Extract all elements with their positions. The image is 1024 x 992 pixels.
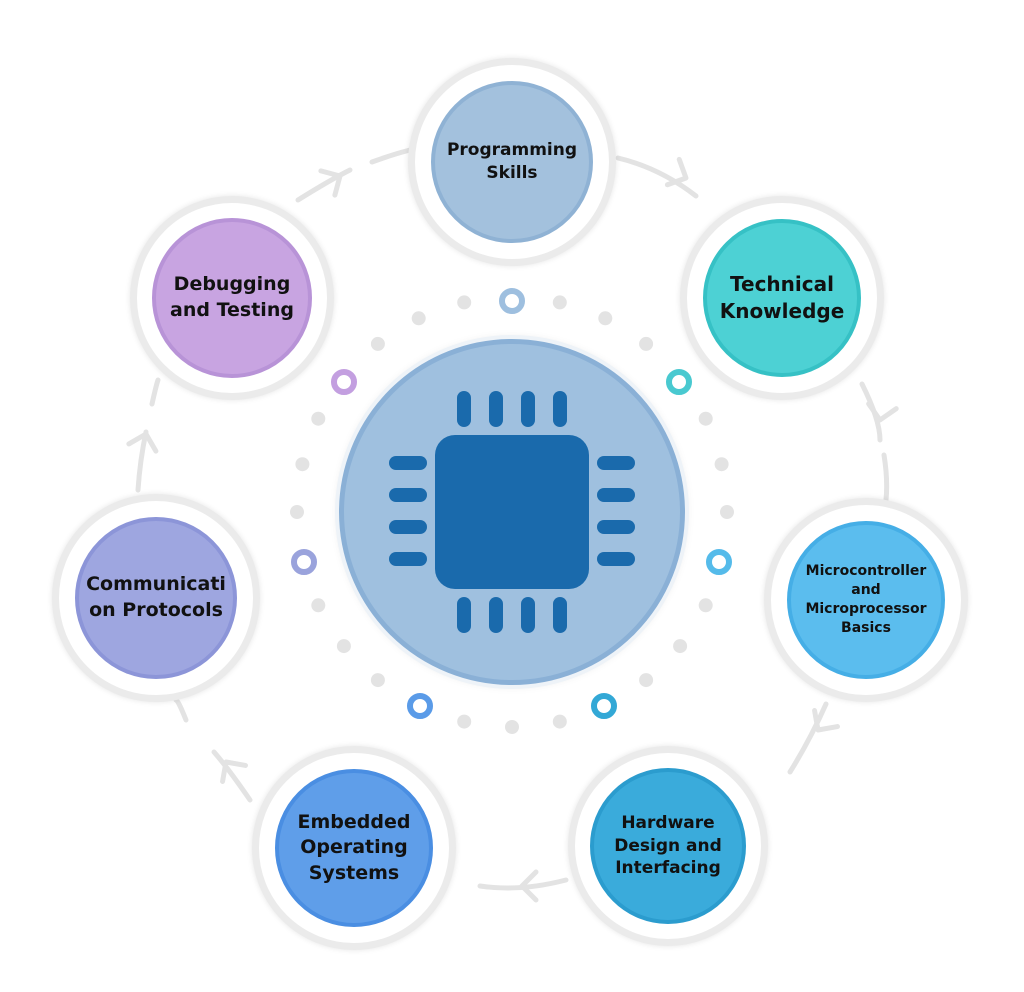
orbit-dot xyxy=(673,639,688,654)
orbit-dot xyxy=(714,457,729,472)
accent-ring-embedded-os xyxy=(407,693,433,719)
orbit-dot xyxy=(505,720,519,734)
chip-pin xyxy=(389,520,427,534)
node-label-debugging-testing: Debugging and Testing xyxy=(170,273,294,321)
chevron-right-icon xyxy=(318,168,343,198)
chevron-right-icon xyxy=(519,869,539,903)
node-label-microcontroller-basics: Microcontroller and Microprocessor Basic… xyxy=(805,563,927,636)
chip-pin xyxy=(489,391,503,427)
node-label-embedded-os: Embedded Operating Systems xyxy=(297,810,411,884)
orbit-dot xyxy=(698,411,713,426)
accent-rings xyxy=(291,288,732,719)
node-label-technical-knowledge: Technical Knowledge xyxy=(719,272,845,323)
chevron-right-icon xyxy=(664,156,689,188)
chevron-right-icon xyxy=(866,401,899,423)
chip-pin xyxy=(457,391,471,427)
node-debugging-testing: Debugging and Testing xyxy=(152,218,312,378)
connector-segment xyxy=(369,147,413,165)
chevron-right-icon xyxy=(220,759,248,784)
accent-ring-hardware-design xyxy=(591,693,617,719)
orbit-dot xyxy=(457,295,472,310)
connector-segment xyxy=(149,377,161,407)
chip-pin xyxy=(489,597,503,633)
orbit-dot xyxy=(311,598,326,613)
connector-segment xyxy=(295,167,353,203)
chip-pin xyxy=(597,552,635,566)
orbit-dot xyxy=(552,714,567,729)
orbit-dot xyxy=(639,673,654,688)
orbit-dot xyxy=(720,505,734,519)
orbit-dot xyxy=(698,598,713,613)
orbit-dot xyxy=(639,336,654,351)
chip-pin xyxy=(553,597,567,633)
chevron-right-icon xyxy=(126,431,159,454)
connector-segment xyxy=(881,452,890,503)
chip-pin xyxy=(597,488,635,502)
accent-ring-technical-knowledge xyxy=(666,369,692,395)
orbit-dot xyxy=(457,714,472,729)
accent-ring-debugging-testing xyxy=(331,369,357,395)
chevron-right-icon xyxy=(812,708,840,733)
orbit-dot xyxy=(411,311,426,326)
node-label-communication-protocols: Communicati on Protocols xyxy=(86,573,226,621)
chip-body xyxy=(435,435,589,589)
connector-segment xyxy=(787,701,829,775)
microchip-icon xyxy=(389,391,635,633)
dotted-orbit xyxy=(290,295,734,734)
chip-pin xyxy=(597,456,635,470)
orbit-dot xyxy=(311,411,326,426)
chip-pin xyxy=(389,488,427,502)
node-technical-knowledge: Technical Knowledge xyxy=(703,219,861,377)
chip-pin xyxy=(389,552,427,566)
node-label-programming-skills: Programming Skills xyxy=(446,140,578,183)
orbit-dot xyxy=(336,639,351,654)
chip-pin xyxy=(389,456,427,470)
orbit-dot xyxy=(295,457,310,472)
chip-pin xyxy=(521,391,535,427)
orbit-dot xyxy=(370,336,385,351)
node-embedded-os: Embedded Operating Systems xyxy=(275,769,433,927)
orbit-dot xyxy=(552,295,567,310)
node-communication-protocols: Communicati on Protocols xyxy=(75,517,237,679)
orbit-dot xyxy=(290,505,304,519)
node-label-hardware-design: Hardware Design and Interfacing xyxy=(614,812,722,879)
connector-segment xyxy=(211,749,253,803)
accent-ring-programming-skills xyxy=(499,288,525,314)
orbit-dot xyxy=(598,311,613,326)
node-hardware-design: Hardware Design and Interfacing xyxy=(590,768,746,924)
connector-segment xyxy=(615,155,699,199)
orbit-dot xyxy=(370,673,385,688)
accent-ring-microcontroller-basics xyxy=(706,549,732,575)
chip-pin xyxy=(521,597,535,633)
chip-pin xyxy=(553,391,567,427)
connector-segment xyxy=(173,697,189,723)
cycle-connectors xyxy=(126,147,899,903)
chip-pin xyxy=(457,597,471,633)
center-hub xyxy=(339,339,685,685)
node-microcontroller-basics: Microcontroller and Microprocessor Basic… xyxy=(787,521,945,679)
accent-ring-communication-protocols xyxy=(291,549,317,575)
chip-pin xyxy=(597,520,635,534)
node-programming-skills: Programming Skills xyxy=(431,81,593,243)
